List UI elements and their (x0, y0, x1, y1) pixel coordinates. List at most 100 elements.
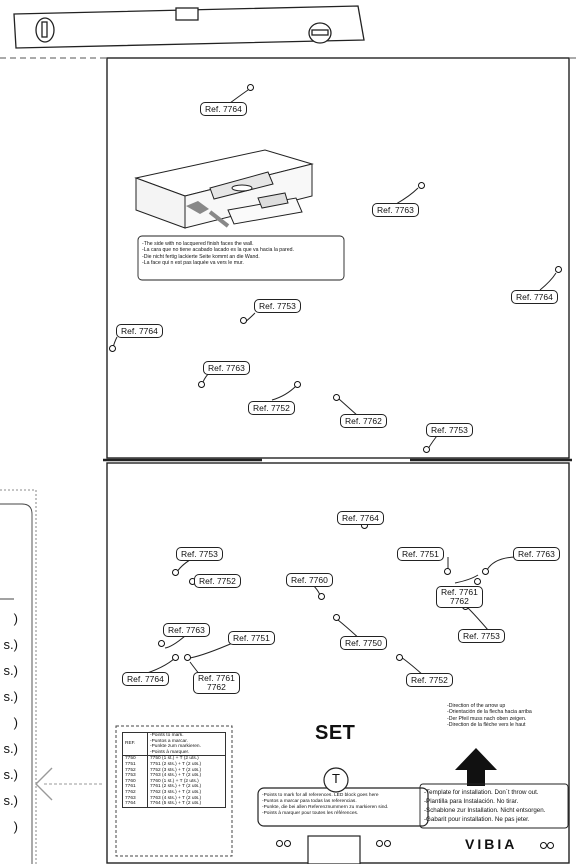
legend-ref: 7751 (125, 761, 136, 767)
ref-label: Ref. 7752 (406, 673, 453, 687)
template-note-box (419, 783, 569, 829)
ref-label-sub: 7762 (206, 682, 226, 692)
zoom-frame (0, 489, 37, 864)
note-line: -Plantilla para Instalación. No tirar. (424, 798, 519, 805)
fragment-text: s.) (3, 689, 18, 704)
note-line: -Template for installation. Don´t throw … (424, 789, 539, 796)
drill-point (547, 842, 554, 849)
drill-point (384, 840, 391, 847)
ref-label-sub: 7762 (449, 596, 469, 606)
led-block-outline (257, 767, 429, 864)
legend-ref: 7764 (125, 801, 136, 807)
ref-label: Ref. 7753 (426, 423, 473, 437)
drill-point (482, 568, 489, 575)
note-line: -Puntos a marcar para todas las referenc… (262, 799, 357, 804)
fragment-text: s.) (3, 663, 18, 678)
drill-point (109, 345, 116, 352)
fragment-text: s.) (3, 767, 18, 782)
legend-grid: REF. -Points to mark. -Puntos a marcar. … (122, 731, 226, 808)
ref-label: Ref. 7763 (513, 547, 560, 561)
ref-label: Ref. 7762 (340, 414, 387, 428)
fragment-text: ) (13, 611, 18, 626)
ref-label: Ref. 7753 (458, 629, 505, 643)
ref-label: Ref. 7750 (340, 636, 387, 650)
drill-point (158, 640, 165, 647)
mark-note: -Points to mark for all references. LED … (262, 793, 388, 817)
legend-count: 7750 (1 st.) + T (2 uts.) (150, 756, 199, 762)
legend-count: 7764 (5 sts.) + T (2 uts.) (150, 801, 202, 807)
ref-label: Ref. 7764 (200, 102, 247, 116)
ref-label: Ref. 7753 (254, 299, 301, 313)
legend-box (115, 725, 233, 857)
legend-count: 7751 (2 sts.) + T (2 uts.) (150, 761, 202, 767)
ref-label: Ref. 7764 (337, 511, 384, 525)
note-line: -Orientación de la flecha hacia arriba (447, 709, 532, 716)
drill-point (276, 840, 283, 847)
ref-label: Ref. 7763 (163, 623, 210, 637)
brand-logo: VIBIA (465, 836, 518, 852)
zoomed-legend-fragment: ) s.) s.) s.) ) s.) s.) s.) ) (0, 611, 18, 864)
drill-point (376, 840, 383, 847)
zoom-arrow-icon (35, 767, 53, 801)
note-line: -Direction of the arrow up (447, 703, 506, 709)
note-line: -Schablone zur Installation. Nicht entso… (424, 807, 546, 814)
drill-point (318, 593, 325, 600)
legend-head-line: -Puntos a marcar. (150, 738, 188, 744)
lamp-box-illustration (134, 149, 314, 229)
ref-label: Ref. 7763 (372, 203, 419, 217)
note-line: -La face qui n est pas laquée va vers le… (142, 260, 244, 267)
legend-ref: 7760 (125, 778, 136, 784)
ref-label: Ref. 7751 (397, 547, 444, 561)
legend-count: 7762 (3 sts.) + T (2 uts.) (150, 789, 202, 795)
ref-label: Ref. 7752 (248, 401, 295, 415)
legend-count-column: 7750 (1 st.) + T (2 uts.) 7751 (2 sts.) … (147, 755, 226, 808)
ref-label: Ref. 7764 (122, 672, 169, 686)
drill-point (172, 654, 179, 661)
note-line: -Points to mark for all references. LED … (262, 793, 379, 798)
drill-point (172, 569, 179, 576)
drill-point (474, 578, 481, 585)
legend-count: 7761 (2 sts.) + T (2 uts.) (150, 784, 202, 790)
arrow-note: -Direction of the arrow up -Orientación … (447, 703, 532, 729)
set-title: SET (315, 722, 356, 744)
note-line: -Gabarit pour installation. Ne pas jeter… (424, 816, 530, 823)
t-marker-label: T (332, 771, 340, 786)
direction-arrow-icon (455, 748, 497, 786)
fragment-text: ) (13, 715, 18, 730)
ref-label: Ref. 7764 (511, 290, 558, 304)
fragment-text: s.) (3, 741, 18, 756)
legend-count: 7760 (1 st.) + T (2 uts.) (150, 778, 199, 784)
drill-point (555, 266, 562, 273)
drill-point (418, 182, 425, 189)
legend-ref: 7750 (125, 756, 136, 762)
legend-table: REF. -Points to mark. -Puntos a marcar. … (122, 731, 226, 808)
note-line: -Direction de la flèche vers le haut (447, 722, 526, 729)
legend-head-points: -Points to mark. -Puntos a marcar. -Punk… (147, 731, 226, 757)
legend-count: 7763 (4 sts.) + T (2 uts.) (150, 795, 202, 801)
fragment-text: s.) (3, 637, 18, 652)
legend-count: 7763 (4 sts.) + T (2 uts.) (150, 773, 202, 779)
ref-label: Ref. 7764 (116, 324, 163, 338)
upper-panel (106, 57, 570, 459)
ref-label: Ref. 7751 (228, 631, 275, 645)
note-line: -Die nicht fertig lackierte Seite kommt … (142, 253, 260, 260)
drill-point (247, 84, 254, 91)
legend-ref-column: 7750 7751 7752 7753 7760 7761 7762 7763 … (122, 755, 148, 808)
drill-point (284, 840, 291, 847)
drill-point (333, 614, 340, 621)
drill-point (184, 654, 191, 661)
legend-count: 7752 (3 sts.) + T (2 uts.) (150, 767, 202, 773)
spirit-level-icon (13, 5, 365, 49)
fragment-text: s.) (3, 793, 18, 808)
legend-head-line: -Punkte zum markieren. (150, 744, 201, 750)
wall-note-box (137, 235, 345, 281)
ref-label-text: Ref. 7761 (441, 587, 478, 597)
drill-point (333, 394, 340, 401)
wall-note: -The side with no lacquered finish faces… (142, 241, 294, 267)
legend-ref: 7762 (125, 789, 136, 795)
legend-head-line: -Points à marquer. (150, 749, 190, 755)
ref-label: Ref. 7761 7762 (436, 586, 483, 608)
drill-point (423, 446, 430, 453)
note-line: -Punkte, die bei allen Referenznummern z… (262, 805, 389, 810)
